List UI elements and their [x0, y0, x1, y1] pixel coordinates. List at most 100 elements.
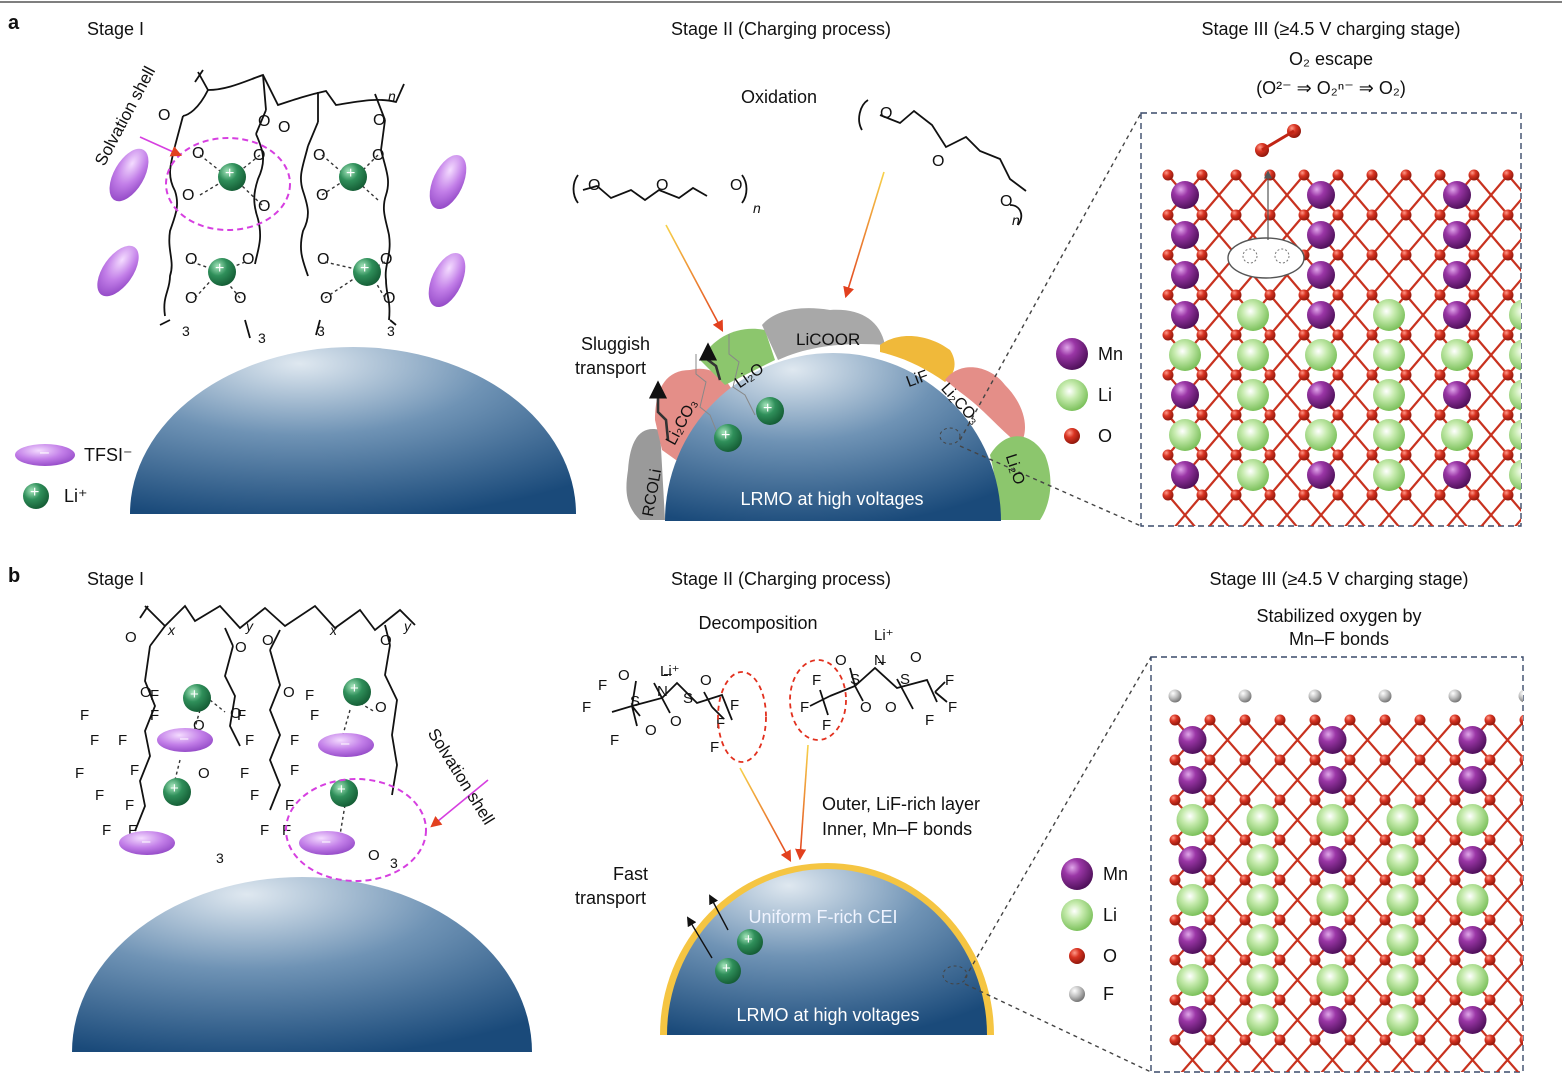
o-atom	[1344, 994, 1356, 1006]
o-atom	[1555, 915, 1562, 926]
o-atom	[1169, 834, 1181, 846]
ion-plus-b2: +	[350, 680, 359, 697]
stage1-title-a: Stage I	[87, 19, 145, 39]
ion-plus-a5: +	[721, 427, 731, 444]
panel-label-b: b	[8, 565, 21, 587]
li-atom	[1305, 419, 1337, 451]
cei-li2co3-chunk-left	[655, 368, 735, 470]
svg-text:O: O	[910, 649, 922, 666]
o-atom	[1400, 369, 1412, 381]
tfsi-atoms-b: FFF SOO NLi⁺ SOO FFF FFF SOO NLi⁺ SOO FF…	[582, 627, 957, 756]
o-atom	[1502, 409, 1514, 421]
o-atom	[1449, 754, 1461, 766]
ion-minus-b3: –	[142, 833, 151, 850]
o-atom	[1239, 754, 1251, 766]
svg-text:S: S	[900, 671, 910, 688]
li-atom	[1441, 339, 1473, 371]
li-atom	[1246, 844, 1279, 876]
o-atom	[1230, 209, 1242, 221]
o-atom	[1502, 209, 1514, 221]
svg-text:F: F	[925, 712, 934, 729]
o-atom	[1332, 289, 1344, 301]
o-atom	[1484, 994, 1496, 1006]
o-atom	[1537, 210, 1548, 221]
cei-rcoli-chunk	[626, 429, 665, 520]
li-atom	[1237, 459, 1269, 491]
tfsi-anion-a3	[429, 154, 467, 210]
o-atom	[1344, 954, 1356, 966]
o-atom	[1400, 409, 1412, 421]
o-atom	[1366, 289, 1378, 301]
vacant-o-site	[1274, 248, 1290, 264]
subscript-y-b2: y	[404, 618, 411, 634]
svg-text:F: F	[582, 699, 591, 716]
o-atom	[1555, 835, 1562, 846]
o-atom	[1332, 449, 1344, 461]
svg-text:O: O	[835, 652, 847, 669]
mn-atom	[1458, 926, 1487, 954]
tfsi-anion-b4	[299, 831, 355, 855]
li-atom	[1246, 924, 1279, 956]
o-atom	[1414, 1034, 1426, 1046]
oxidation-label: Oxidation	[740, 87, 818, 107]
svg-text:S: S	[850, 671, 860, 688]
o-atom	[1379, 1034, 1391, 1046]
o-atom	[1196, 449, 1208, 461]
o-atom	[1196, 289, 1208, 301]
stage2-title-a: Stage II (Charging process)	[670, 19, 892, 39]
o-atom	[1309, 794, 1321, 806]
o-atom	[1162, 489, 1174, 501]
o-atom	[1169, 1034, 1181, 1046]
ion-plus-a3: +	[215, 260, 225, 277]
o-atom	[1379, 834, 1391, 846]
o-atom	[1502, 249, 1514, 261]
svg-text:O: O	[230, 705, 242, 722]
subscript-y-b1: y	[246, 618, 253, 634]
oxidation-arrow-1	[665, 224, 724, 332]
o-atom	[1434, 329, 1446, 341]
o-atom	[1414, 874, 1426, 886]
zoom-line-b1	[964, 656, 1152, 979]
svg-text:F: F	[710, 739, 719, 756]
mn-atom	[1458, 1006, 1487, 1034]
svg-text:O: O	[193, 717, 205, 734]
decomposition-arrow-2	[795, 744, 809, 861]
mn-atom	[1171, 221, 1199, 249]
tfsi-anion-a2	[97, 245, 139, 297]
legend-li-symbol-b	[1061, 899, 1093, 931]
o-atom	[1537, 290, 1548, 301]
o-atom	[1366, 449, 1378, 461]
o-atom	[1162, 329, 1174, 341]
svg-text:O: O	[380, 632, 392, 649]
svg-text:F: F	[812, 672, 821, 689]
cei-li2o-chunk-right	[990, 436, 1051, 520]
o-atom	[1366, 209, 1378, 221]
cei-licoor-chunk	[762, 308, 885, 360]
o-atom	[1414, 714, 1426, 726]
o-atom	[1414, 994, 1426, 1006]
svg-text:O: O	[618, 667, 630, 684]
o-atom	[1449, 834, 1461, 846]
o-atom	[1264, 329, 1276, 341]
o-atom	[1449, 874, 1461, 886]
mn-atom	[1443, 261, 1471, 289]
o-atom	[1169, 754, 1181, 766]
o-atom	[1332, 249, 1344, 261]
o-atom	[1298, 289, 1310, 301]
svg-text:F: F	[150, 687, 159, 704]
o-atom	[1344, 914, 1356, 926]
o-atom	[1519, 874, 1523, 886]
svg-text:O: O	[670, 713, 682, 730]
li-ion-a1	[218, 163, 246, 191]
o-atom	[1162, 169, 1174, 181]
cei-licoor-label: LiCOOR	[796, 330, 861, 349]
svg-text:O: O	[320, 290, 332, 307]
o-atom	[1264, 449, 1276, 461]
o-atom	[1309, 914, 1321, 926]
o-atom	[1379, 794, 1391, 806]
li-atom	[1373, 299, 1405, 331]
solvation-pointer-b	[430, 779, 489, 828]
svg-text:Li⁺: Li⁺	[660, 663, 680, 680]
o-atom	[1298, 489, 1310, 501]
o-atom	[1379, 714, 1391, 726]
